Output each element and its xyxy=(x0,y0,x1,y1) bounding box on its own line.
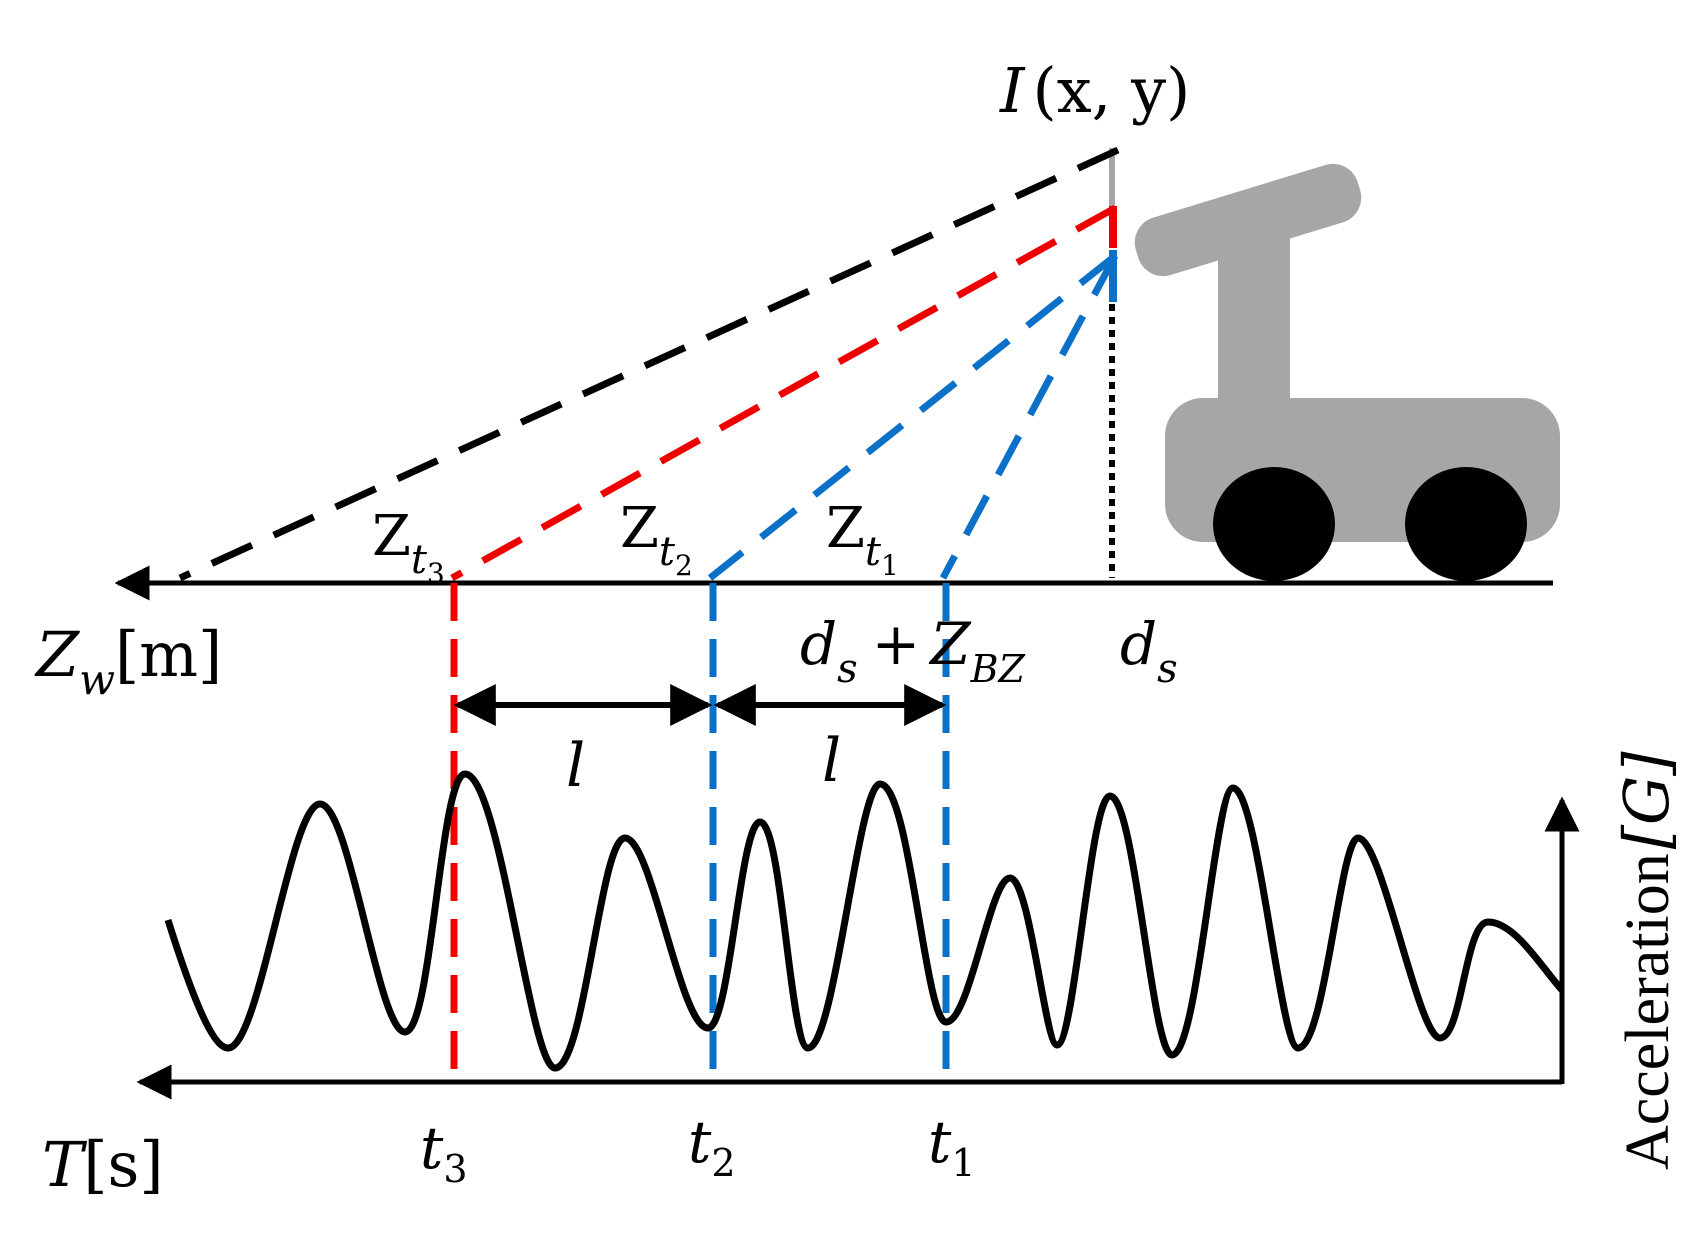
depth-label-zt3: Zt3 xyxy=(372,504,445,590)
robot-mast xyxy=(1218,228,1290,418)
image-coordinate-label: I(x, y) xyxy=(999,54,1190,127)
time-mark-t3: t3 xyxy=(420,1114,468,1191)
time-axis-label: T[s] xyxy=(42,1128,164,1201)
depth-label-zt2: Zt2 xyxy=(620,496,693,582)
ray-zt2 xyxy=(707,253,1118,581)
ray-zt3 xyxy=(450,204,1117,582)
time-mark-t2: t2 xyxy=(688,1108,736,1185)
world-axis-label: Zw[m] xyxy=(34,618,222,704)
time-mark-t1: t1 xyxy=(928,1108,976,1185)
depth-label-zt1: Zt1 xyxy=(826,496,899,582)
robot-icon xyxy=(1134,163,1560,581)
robot-camera-head xyxy=(1134,163,1362,277)
robot-wheel-rear xyxy=(1213,467,1335,581)
acceleration-axis-label: Acceleration[G] xyxy=(1610,751,1683,1170)
camera-offset-label: ds xyxy=(1120,610,1178,692)
ray-zt1 xyxy=(939,254,1119,580)
ray-far xyxy=(178,146,1120,582)
spacing-label-left: l xyxy=(566,731,585,801)
robot-wheel-front xyxy=(1405,467,1527,581)
spacing-label-right: l xyxy=(822,726,841,796)
acceleration-waveform xyxy=(164,770,1565,1072)
offset-label: ds+ZBZ xyxy=(800,610,1026,692)
